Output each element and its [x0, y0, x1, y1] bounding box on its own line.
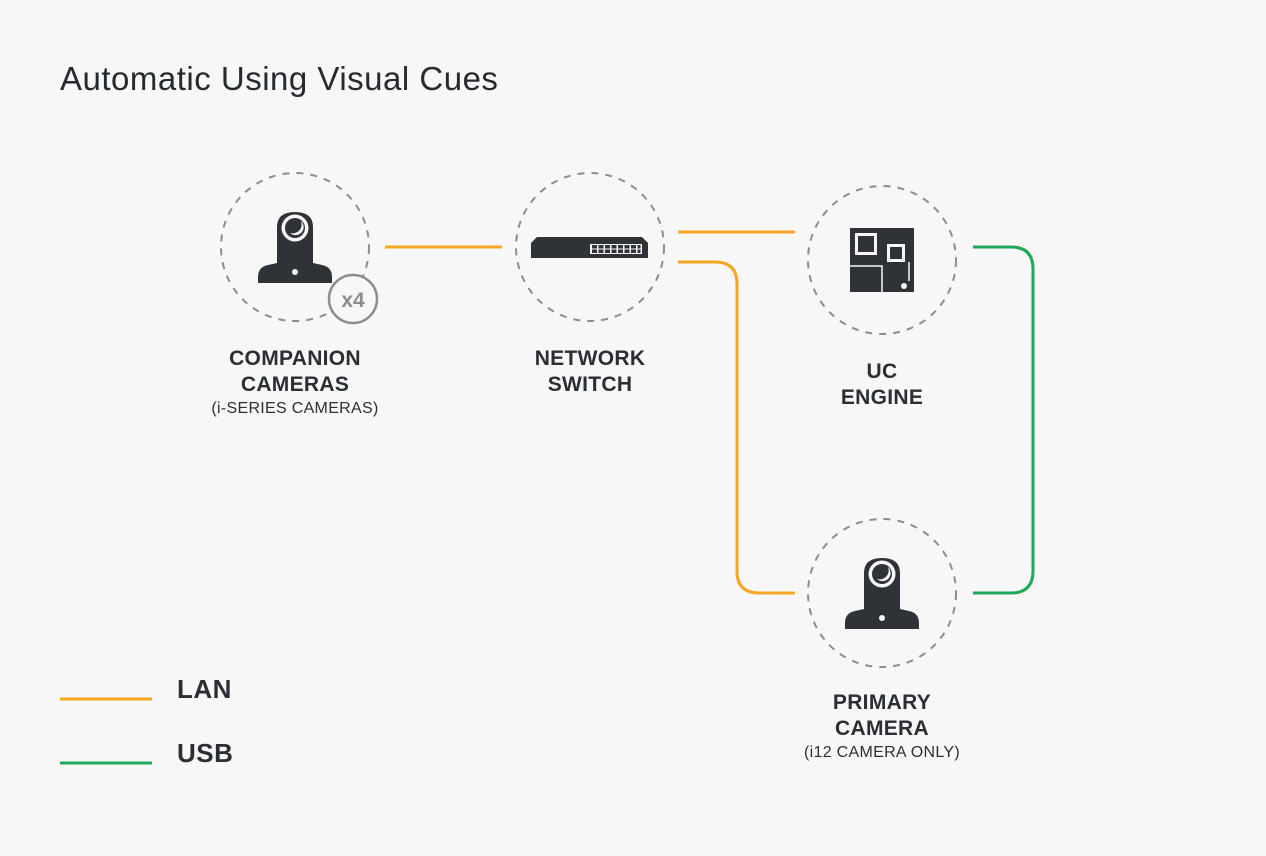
companion-cameras-label-line2: CAMERAS [240, 373, 350, 396]
quantity-badge: x4 [327, 273, 379, 325]
uc-engine-label-line1: UC [866, 360, 898, 383]
ptz-camera-icon [258, 212, 332, 283]
quantity-badge-text: x4 [341, 289, 365, 312]
network-switch-label: NETWORK SWITCH [470, 346, 710, 398]
network-switch-label-line2: SWITCH [547, 373, 633, 396]
ptz-camera-icon [845, 558, 919, 629]
companion-cameras-label-line1: COMPANION [229, 347, 361, 370]
uc-engine-ring [807, 185, 957, 335]
legend-usb-label: USB [177, 738, 234, 768]
lan-link-switch-primary [678, 260, 795, 595]
primary-camera-sublabel: (i12 CAMERA ONLY) [804, 744, 960, 761]
primary-camera-label-line1: PRIMARY [832, 691, 932, 714]
companion-cameras-label: COMPANION CAMERAS (i-SERIES CAMERAS) [175, 346, 415, 420]
network-switch-ring [515, 172, 665, 322]
page-title: Automatic Using Visual Cues [60, 60, 499, 97]
network-switch-label-line1: NETWORK [534, 347, 646, 370]
primary-camera-label-line2: CAMERA [835, 717, 929, 740]
uc-engine-label: UC ENGINE [762, 359, 1002, 411]
uc-engine-label-line2: ENGINE [840, 386, 924, 409]
uc-engine-icon [850, 228, 914, 292]
usb-link-engine-primary [973, 245, 1035, 595]
primary-camera-label: PRIMARY CAMERA (i12 CAMERA ONLY) [762, 690, 1002, 764]
network-switch-icon [531, 237, 648, 258]
companion-cameras-ring [220, 172, 370, 322]
companion-cameras-sublabel: (i-SERIES CAMERAS) [211, 400, 379, 417]
legend-lan-label: LAN [177, 674, 232, 704]
primary-camera-ring [807, 518, 957, 668]
